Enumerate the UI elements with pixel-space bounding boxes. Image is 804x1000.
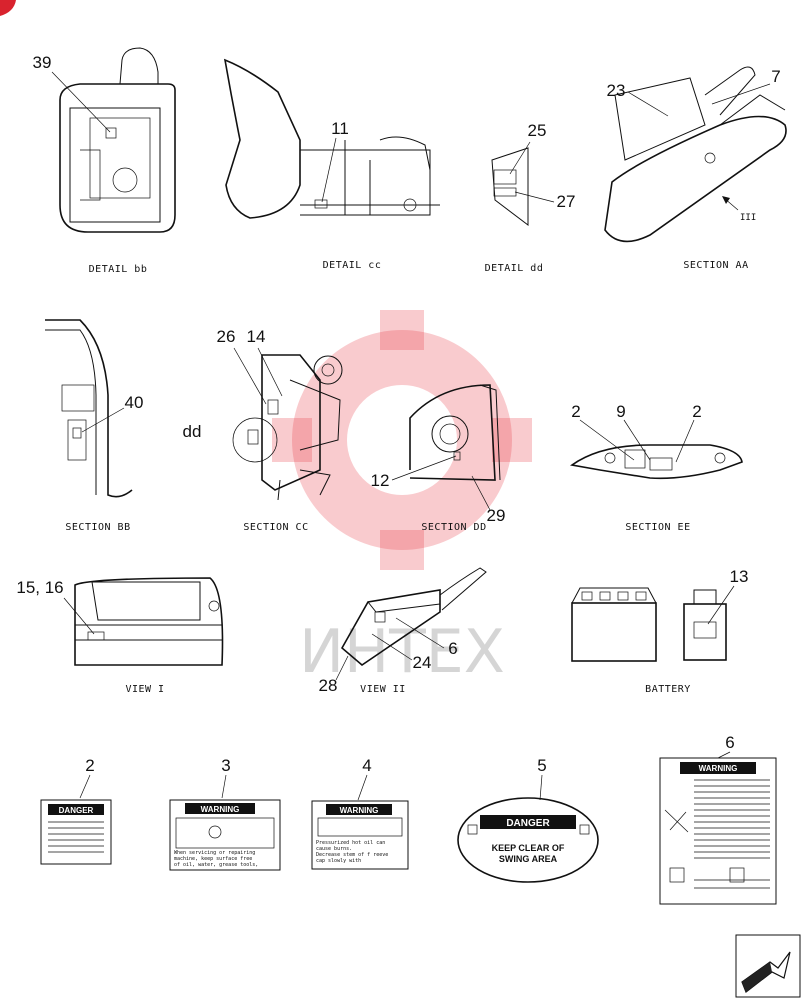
callout-2a: 2 [571,402,580,421]
caption-detail-cc: DETAIL cc [323,260,382,271]
decal-4-text-0: Pressurized hot oil can [316,840,385,846]
callout-12: 12 [371,471,390,490]
callout-15-16: 15, 16 [16,578,63,597]
decal-6-header: WARNING [699,764,738,773]
decal-5-keep-clear-label: DANGER KEEP CLEAR OF SWING AREA [457,797,599,883]
decal-4-text-3: cap slowly with [316,858,361,864]
section-dd-drawing [409,384,501,481]
callout-6-view: 6 [448,639,457,658]
battery-drawing [571,587,727,662]
decal-3-text-1: machine, keep surface free [174,856,252,862]
detail-dd-drawing [491,147,529,227]
decal-4-header: WARNING [340,806,379,815]
view-marker-iii: III [740,213,756,223]
caption-battery: BATTERY [645,684,691,695]
caption-detail-dd: DETAIL dd [485,263,544,274]
decal-5-line-2: SWING AREA [499,854,558,864]
callout-decal-6: 6 [725,733,734,752]
caption-section-bb: SECTION BB [65,522,130,533]
callout-23: 23 [607,81,626,100]
decal-4-text-1: cause burns. [316,846,352,852]
callout-27: 27 [557,192,576,211]
decal-4-text-2: Decrease stem of f reeve [316,852,388,858]
decal-2-header: DANGER [59,806,94,815]
caption-section-ee: SECTION EE [625,522,690,533]
callout-decal-3: 3 [221,756,230,775]
callout-9: 9 [616,402,625,421]
callout-dd: dd [183,422,202,441]
callout-decal-5: 5 [537,756,546,775]
corner-marker-icon [0,0,16,16]
watermark-text: ИНТЕХ [299,617,505,687]
decal-5-header: DANGER [506,818,550,829]
callout-decal-4: 4 [362,756,371,775]
callout-7: 7 [771,67,780,86]
callout-28: 28 [319,676,338,695]
caption-view-i: VIEW I [125,684,164,695]
section-bb-drawing [45,319,133,498]
decal-3-warning-label: WARNING When servicing or repairing mach… [169,799,281,871]
callout-40: 40 [125,393,144,412]
callout-39: 39 [33,53,52,72]
decal-4-warning-label: WARNING Pressurized hot oil can cause bu… [311,800,409,870]
view-i-drawing [74,577,224,666]
caption-detail-bb: DETAIL bb [89,264,148,275]
detail-bb-drawing [59,47,176,233]
caption-section-cc: SECTION CC [243,522,308,533]
callout-26: 26 [217,327,236,346]
callout-24: 24 [413,653,432,672]
callout-14: 14 [247,327,266,346]
decal-5-line-1: KEEP CLEAR OF [492,843,565,853]
callout-11: 11 [331,119,349,138]
view-ii-drawing [340,567,487,667]
decal-2-danger-label: DANGER [40,799,112,865]
next-page-arrow-icon[interactable] [735,934,801,998]
callout-2b: 2 [692,402,701,421]
callout-13: 13 [730,567,749,586]
decal-6-warning-label: WARNING [659,757,777,905]
detail-cc-drawing [223,58,440,219]
caption-view-ii: VIEW II [360,684,406,695]
decal-3-header: WARNING [201,805,240,814]
decal-3-text-2: of oil, water, grease tools, [174,862,258,868]
callout-decal-2: 2 [85,756,94,775]
callout-29: 29 [487,506,506,525]
caption-section-aa: SECTION AA [683,260,748,271]
caption-section-dd: SECTION DD [421,522,486,533]
callout-25: 25 [528,121,547,140]
section-ee-drawing [569,444,743,480]
decal-3-text-0: When servicing or repairing [174,850,255,856]
section-aa-drawing [604,66,787,243]
section-cc-drawing [232,354,343,501]
